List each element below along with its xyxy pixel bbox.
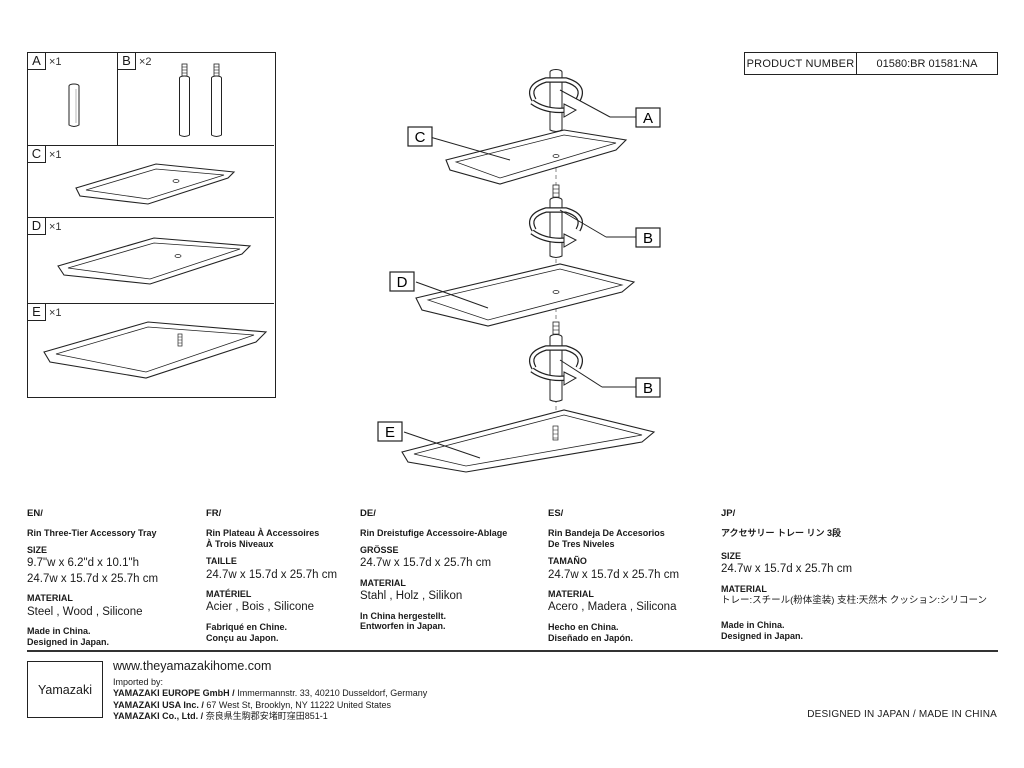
spec-de-code: DE/ — [360, 508, 376, 519]
callout-d: D — [397, 274, 408, 291]
spec-de-material-value: Stahl , Holz , Silikon — [360, 590, 463, 603]
spec-fr-made: Fabriqué en Chine. Conçu au Japon. — [206, 621, 288, 643]
callout-a: A — [643, 110, 653, 127]
part-d-quantity: ×1 — [49, 220, 62, 233]
spec-en-size-value: 9.7"w x 6.2"d x 10.1"h 24.7w x 15.7d x 2… — [27, 557, 159, 585]
product-number-value: 01580:BR 01581:NA — [876, 57, 978, 70]
part-e-cell: E ×1 — [28, 304, 274, 396]
assembly-tray-e — [401, 409, 656, 473]
spec-fr-material-label: MATÉRIEL — [206, 589, 252, 600]
spec-es-size-label: TAMAÑO — [548, 556, 587, 567]
footer-divider — [27, 650, 998, 652]
spec-fr-code: FR/ — [206, 508, 222, 519]
brand-logo: Yamazaki — [27, 661, 103, 718]
part-d-letter: D — [28, 218, 46, 235]
threaded-post-b-icon — [179, 63, 222, 137]
spec-jp-made: Made in China. Designed in Japan. — [721, 619, 804, 641]
spec-jp-size-value: 24.7w x 15.7d x 25.7h cm — [721, 563, 853, 576]
spec-jp-material-label: MATERIAL — [721, 583, 767, 594]
spec-es-size-value: 24.7w x 15.7d x 25.7h cm — [548, 568, 680, 581]
large-tray-e-icon — [43, 321, 268, 379]
specifications: EN/ Rin Three-Tier Accessory Tray SIZE 9… — [27, 508, 1007, 648]
callout-e: E — [385, 424, 395, 441]
spec-de-size-label: GRÖSSE — [360, 545, 399, 556]
spec-fr-material-value: Acier , Bois , Silicone — [206, 601, 315, 614]
spec-en-code: EN/ — [27, 508, 43, 519]
spec-jp-code: JP/ — [721, 508, 736, 519]
spec-jp-size-label: SIZE — [721, 551, 742, 562]
brand-name: Yamazaki — [38, 682, 92, 697]
spec-en-name: Rin Three-Tier Accessory Tray — [27, 527, 157, 538]
spec-es: ES/ Rin Bandeja De Accesorios De Tres Ni… — [548, 508, 708, 644]
spec-en-size-label: SIZE — [27, 545, 48, 556]
spec-de-material-label: MATERIAL — [360, 577, 406, 588]
part-b-quantity: ×2 — [139, 55, 152, 68]
small-tray-c-icon — [75, 163, 236, 205]
website-link[interactable]: www.theyamazakihome.com — [113, 659, 272, 673]
part-c-cell: C ×1 — [28, 146, 274, 218]
part-b-cell: B ×2 — [118, 53, 274, 146]
part-c-letter: C — [28, 146, 46, 163]
spec-fr-size-label: TAILLE — [206, 556, 237, 567]
spec-es-made: Hecho en China. Diseñado en Japón. — [548, 621, 634, 643]
part-c-quantity: ×1 — [49, 148, 62, 161]
spec-de-name: Rin Dreistufige Accessoire-Ablage — [360, 527, 508, 538]
importer-usa: YAMAZAKI USA Inc. / 67 West St, Brooklyn… — [113, 699, 391, 710]
part-e-quantity: ×1 — [49, 306, 62, 319]
callout-b-lower: B — [643, 380, 653, 397]
part-a-cell: A ×1 — [28, 53, 118, 146]
product-number-box: PRODUCT NUMBER 01580:BR 01581:NA — [744, 52, 998, 75]
dowel-a-icon — [68, 83, 80, 127]
medium-tray-d-icon — [57, 237, 252, 285]
callout-b-upper: B — [643, 230, 653, 247]
assembly-post-b-upper — [532, 184, 581, 258]
spec-es-material-label: MATERIAL — [548, 589, 594, 600]
spec-en-made: Made in China. Designed in Japan. — [27, 626, 110, 647]
assembly-dowel-a — [532, 69, 581, 132]
spec-es-code: ES/ — [548, 508, 564, 519]
importer-info: Imported by: YAMAZAKI EUROPE GmbH / Imme… — [113, 677, 427, 722]
assembly-tray-c — [445, 129, 628, 185]
spec-fr-size-value: 24.7w x 15.7d x 25.7h cm — [206, 568, 338, 581]
spec-es-name: Rin Bandeja De Accesorios De Tres Nivele… — [548, 527, 665, 550]
spec-jp: JP/ アクセサリー トレー リン 3段 SIZE 24.7w x 15.7d … — [721, 508, 1001, 642]
spec-fr: FR/ Rin Plateau À Accessoires À Trois Ni… — [206, 508, 356, 644]
spec-en-material-label: MATERIAL — [27, 593, 73, 604]
spec-es-material-value: Acero , Madera , Silicona — [548, 601, 677, 614]
imported-by-label: Imported by: — [113, 677, 164, 687]
part-a-quantity: ×1 — [49, 55, 62, 68]
spec-de-size-value: 24.7w x 15.7d x 25.7h cm — [360, 557, 492, 570]
spec-fr-name: Rin Plateau À Accessoires À Trois Niveau… — [206, 527, 320, 550]
spec-en-material-value: Steel , Wood , Silicone — [27, 605, 143, 618]
callout-c: C — [415, 129, 426, 146]
assembly-tray-d — [415, 263, 636, 327]
parts-list: A ×1 B ×2 — [27, 52, 276, 398]
spec-jp-name: アクセサリー トレー リン 3段 — [721, 527, 842, 538]
part-b-letter: B — [118, 53, 136, 70]
spec-en: EN/ Rin Three-Tier Accessory Tray SIZE 9… — [27, 508, 197, 648]
part-e-letter: E — [28, 304, 46, 321]
importer-japan: YAMAZAKI Co., Ltd. / 奈良県生駒郡安堵町窪田851-1 — [113, 710, 328, 721]
assembly-diagram: A C B D B E — [377, 69, 661, 473]
part-a-letter: A — [28, 53, 46, 70]
part-d-cell: D ×1 — [28, 218, 274, 304]
spec-jp-material-value: トレー:スチール(粉体塗装) 支柱:天然木 クッション:シリコーン — [721, 595, 988, 607]
assembly-post-b-lower — [532, 321, 581, 402]
importer-europe: YAMAZAKI EUROPE GmbH / Immermannstr. 33,… — [113, 688, 428, 699]
spec-de-made: In China hergestellt. Entworfen in Japan… — [360, 610, 447, 632]
product-number-label: PRODUCT NUMBER — [745, 53, 857, 74]
origin-statement: DESIGNED IN JAPAN / MADE IN CHINA — [807, 709, 997, 720]
spec-de: DE/ Rin Dreistufige Accessoire-Ablage GR… — [360, 508, 545, 632]
